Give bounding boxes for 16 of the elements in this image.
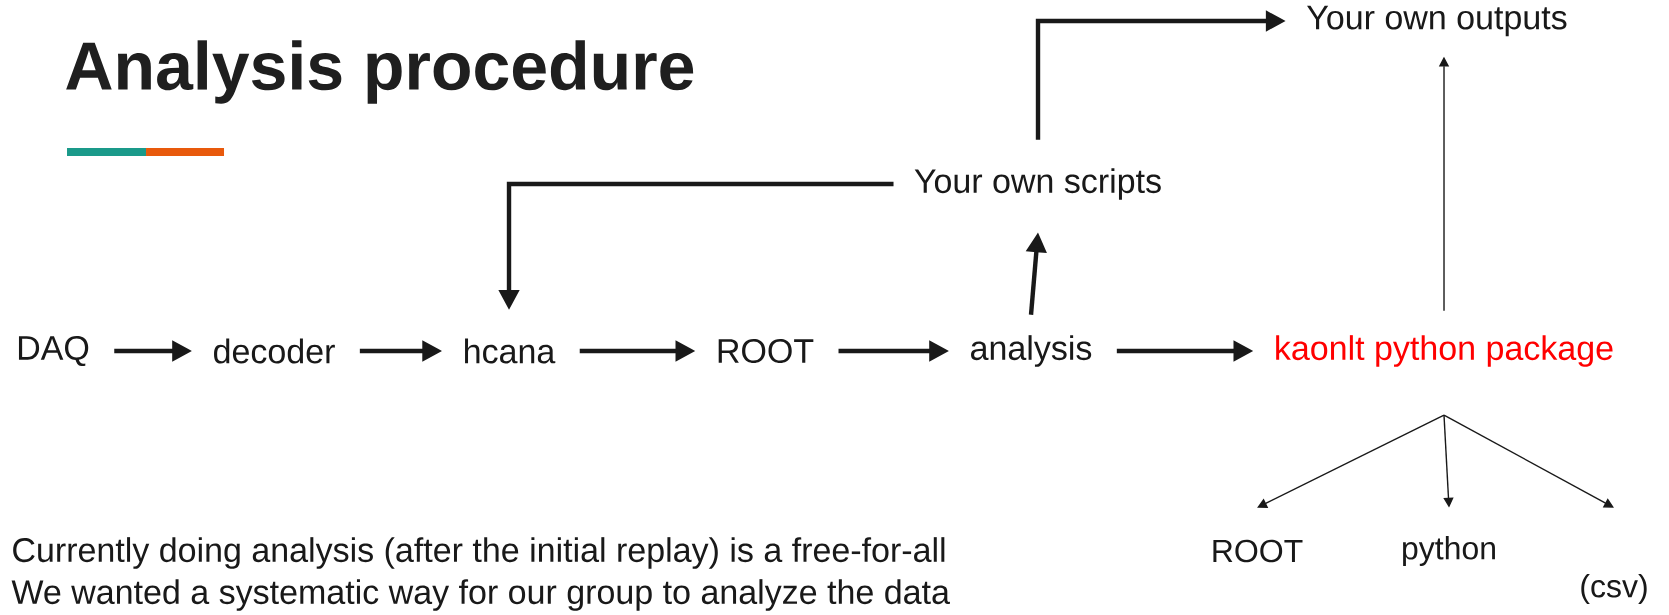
node-label: decoder xyxy=(214,338,335,364)
arrow xyxy=(1443,414,1614,508)
node-label: Your own scripts xyxy=(914,168,1161,200)
text-line: We wanted a systematic way for our group to analyze the data xyxy=(11,579,950,611)
node-label: DAQ xyxy=(18,335,89,367)
node-label: ROOT xyxy=(1213,539,1303,563)
node-label: python xyxy=(1403,536,1495,566)
node-label: kaonlt python package xyxy=(1276,335,1613,367)
node-label: analysis xyxy=(971,335,1092,367)
node-label: Your own outputs xyxy=(1307,5,1567,37)
node-label: ROOT xyxy=(718,338,814,364)
title: Analysis procedure xyxy=(66,40,694,104)
node-label: (csv) xyxy=(1581,574,1647,604)
node-label: hcana xyxy=(465,338,556,364)
text-line: Currently doing analysis (after the initial replay) is a free-for-all xyxy=(13,537,945,569)
arrow xyxy=(1257,414,1445,508)
